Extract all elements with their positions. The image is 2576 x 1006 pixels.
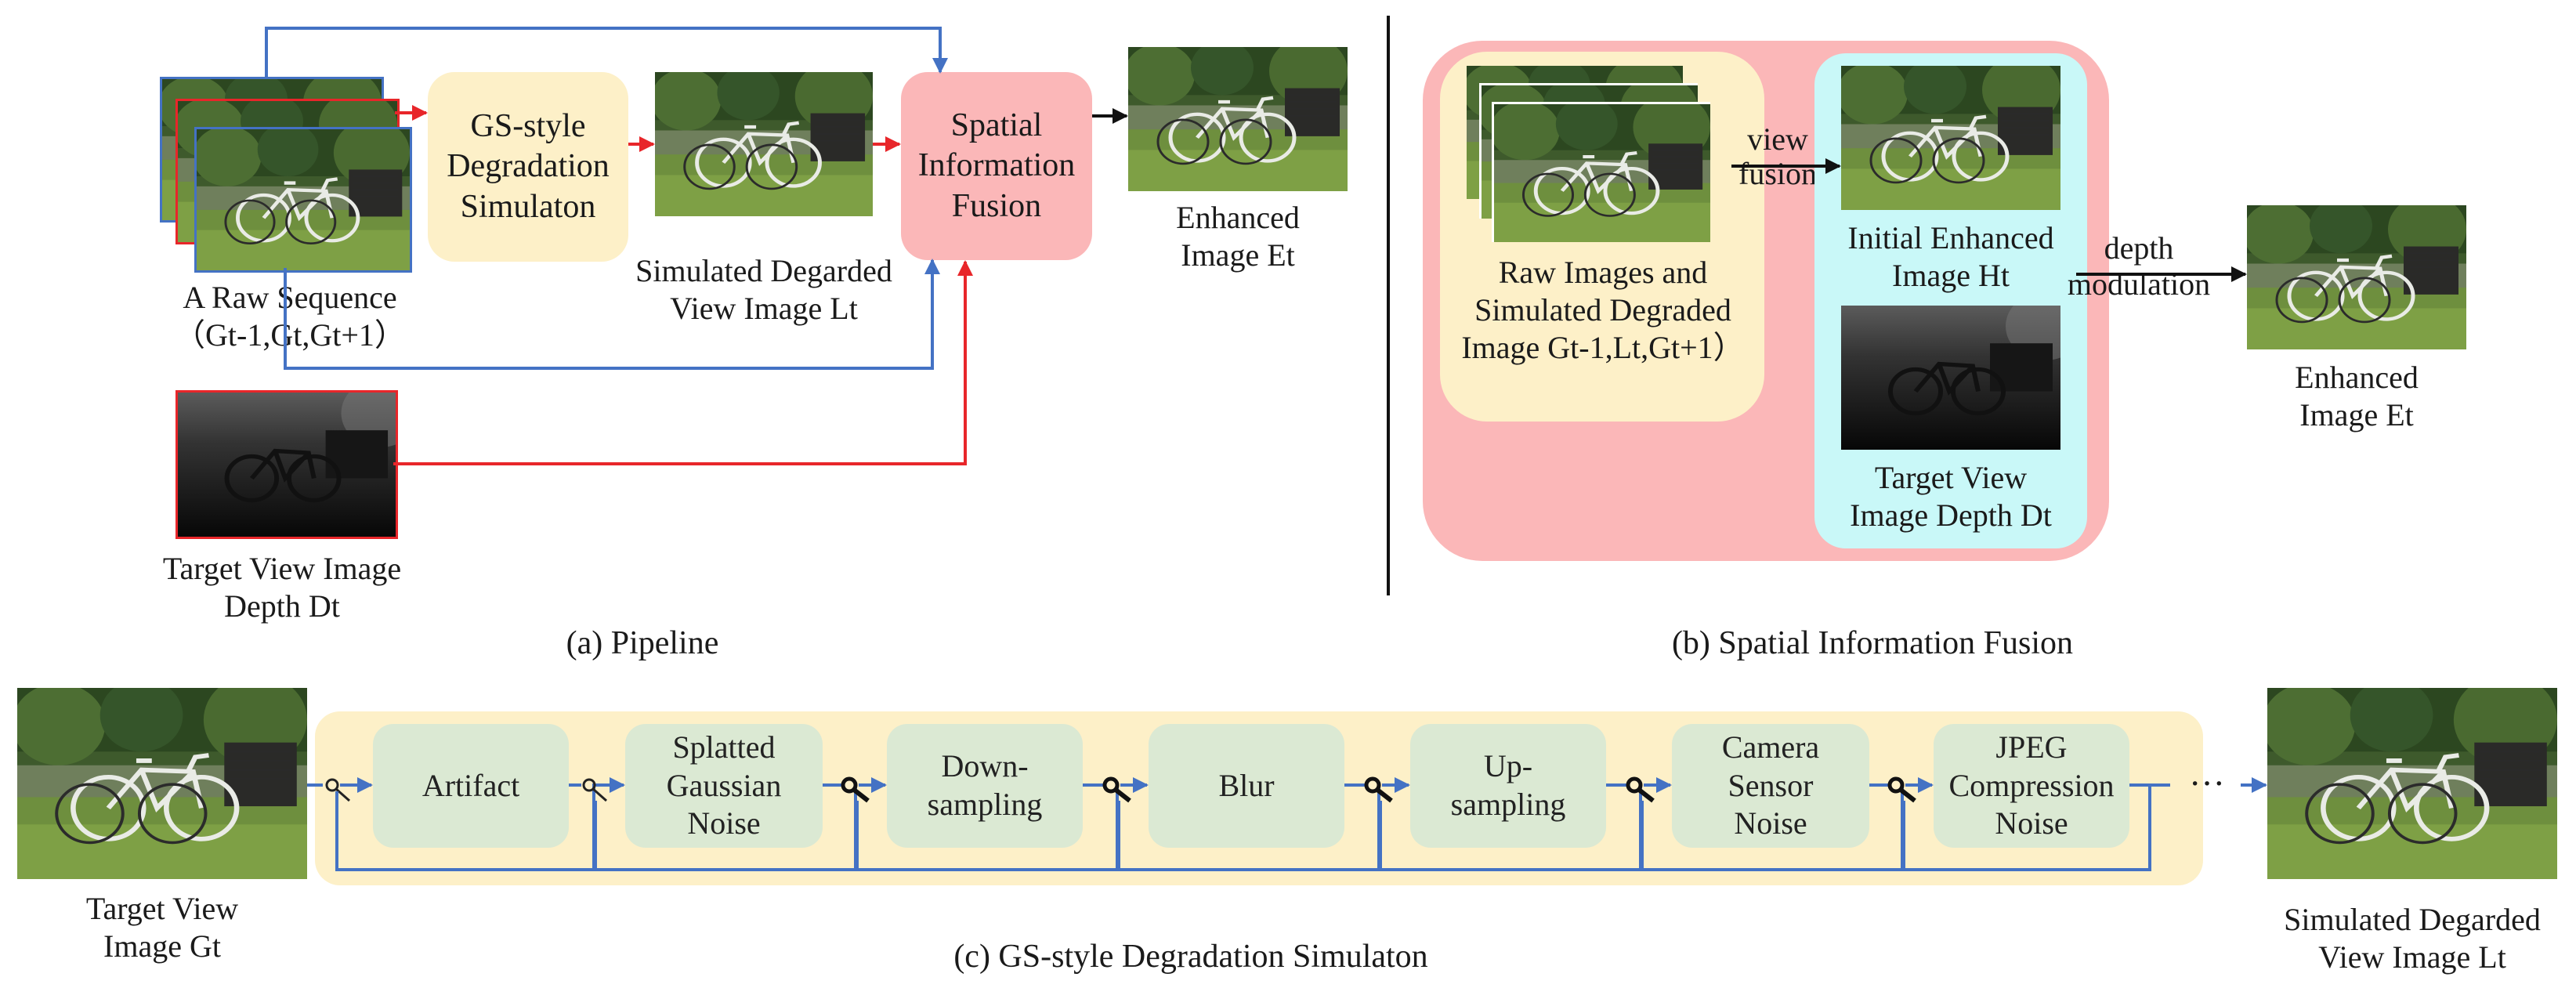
simulated-label: Simulated Degarded View Image Lt <box>635 253 892 326</box>
stage-artifact: Artifact <box>373 724 569 848</box>
target-depth-image <box>1841 306 2060 450</box>
simulated-image <box>655 72 873 216</box>
view-fusion-label: view fusion <box>1738 121 1817 191</box>
degradation-simulator-box: GS-style Degradation Simulaton <box>428 72 628 262</box>
raw-sequence-label: A Raw Sequence （Gt-1,Gt,Gt+1） <box>174 280 406 353</box>
stage-upsampling: Up- sampling <box>1410 724 1606 848</box>
blue-top-connector <box>265 27 948 77</box>
enhanced-label: Enhanced Image Et <box>1176 200 1300 273</box>
fusion-enhanced-image <box>2247 205 2466 349</box>
simulated-output-image <box>2267 688 2557 879</box>
initial-enhanced-label: Initial Enhanced Image Ht <box>1847 220 2054 293</box>
enhanced-image <box>1128 47 1348 191</box>
depth-map-image <box>175 390 398 539</box>
stage-blur: Blur <box>1149 724 1344 848</box>
stage-splatted-gaussian-noise: Splatted Gaussian Noise <box>625 724 823 848</box>
simulator-caption: (c) GS-style Degradation Simulaton <box>953 939 1428 975</box>
initial-enhanced-image <box>1841 66 2060 210</box>
target-depth-label: Target View Image Depth Dt <box>1850 460 2052 533</box>
target-view-label: Target View Image Gt <box>85 891 239 964</box>
stage-downsampling: Down- sampling <box>887 724 1083 848</box>
panel-divider <box>1387 16 1390 595</box>
stage-camera-sensor-noise: Camera Sensor Noise <box>1672 724 1869 848</box>
fusion-enhanced-label: Enhanced Image Et <box>2295 360 2419 432</box>
target-view-image <box>17 688 307 879</box>
spatial-fusion-box: Spatial Information Fusion <box>901 72 1092 260</box>
stage-jpeg-compression-noise: JPEG Compression Noise <box>1934 724 2129 848</box>
raw-frame-3 <box>194 127 412 273</box>
fusion-raw-frame-3 <box>1492 102 1710 242</box>
depth-label: Target View Image Depth Dt <box>162 551 402 624</box>
raw-images-label: Raw Images and Simulated Degraded Image … <box>1461 255 1745 365</box>
pipeline-caption: (a) Pipeline <box>566 625 719 661</box>
ellipsis: ··· <box>2189 763 2225 803</box>
fusion-caption: (b) Spatial Information Fusion <box>1671 625 2074 661</box>
fusion-raw-frame-2 <box>1479 83 1698 219</box>
simulated-output-label: Simulated Degarded View Image Lt <box>2284 902 2541 975</box>
depth-modulation-label: depth modulation <box>2067 230 2211 302</box>
